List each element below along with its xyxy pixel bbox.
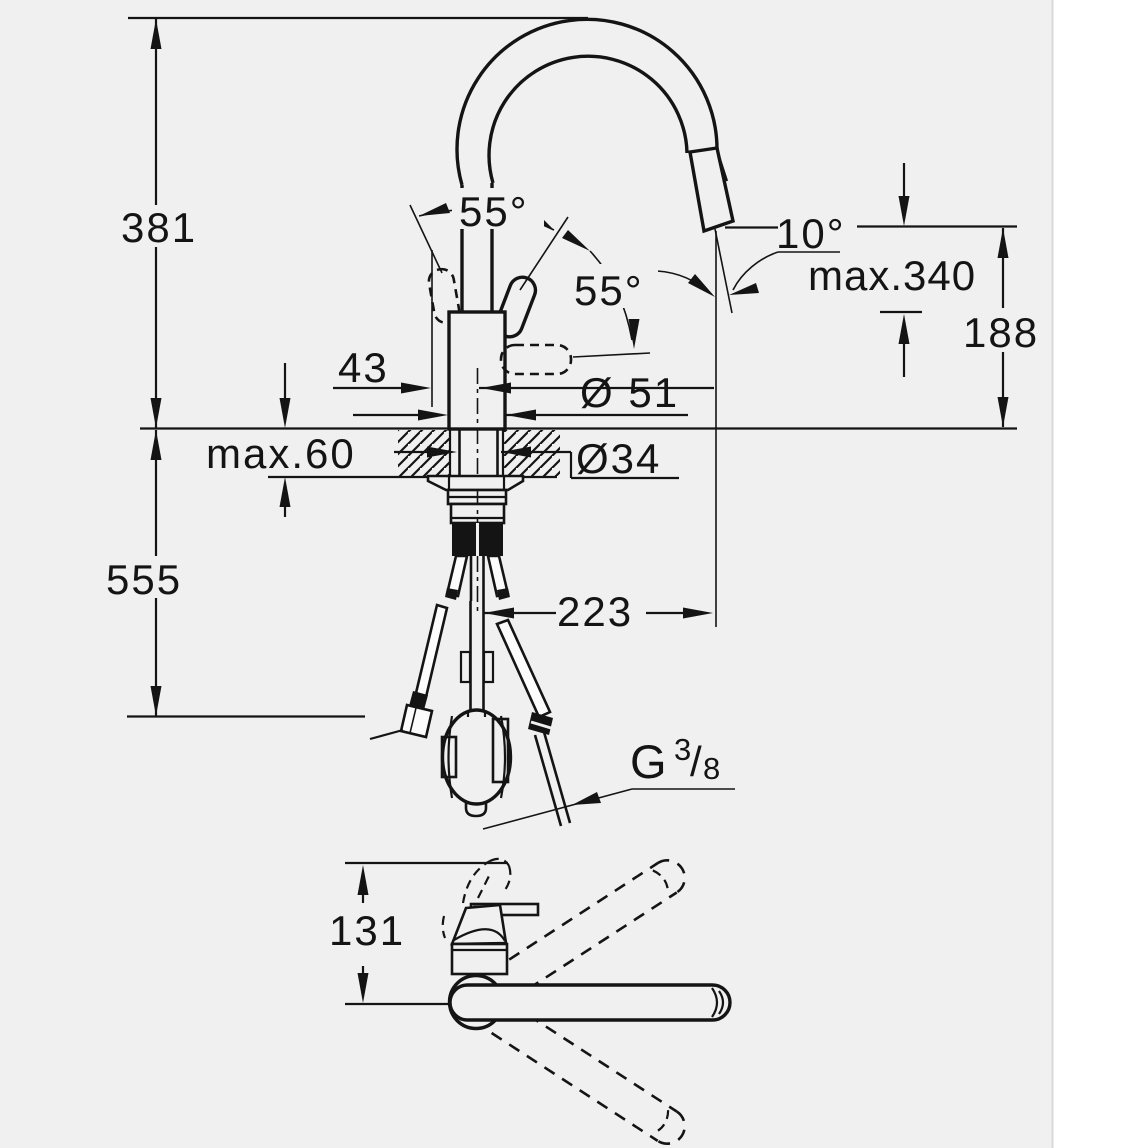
dimension-10deg: [725, 225, 1017, 295]
dim-dia34-label: Ø34: [576, 435, 661, 482]
dimension-381-555: [127, 19, 365, 718]
dimension-max60: [279, 363, 291, 517]
page-margin: [1053, 0, 1148, 1148]
dim-dia51-label: Ø 51: [580, 369, 679, 416]
dim-55deg-left-label: 55°: [459, 188, 529, 235]
dim-10deg-label: 10°: [776, 210, 846, 257]
plan-spout-tube: [448, 983, 732, 1022]
dim-381-label: 381: [121, 204, 197, 251]
outlet-tilt-line: [714, 228, 733, 314]
mounting-hardware: [426, 429, 525, 601]
dimension-max340: [880, 163, 922, 377]
hose-weight: [440, 708, 513, 818]
dim-55deg-right-label: 55°: [574, 267, 644, 314]
dimension-43: [333, 382, 714, 394]
dim-131-label: 131: [329, 907, 405, 954]
dimension-labels: 381 555 max.60 43 Ø 51 Ø34 55° 55° 10° m…: [106, 188, 1039, 954]
dim-max340-label: max.340: [808, 252, 976, 299]
dim-555-label: 555: [106, 556, 182, 603]
dim-thread-g38-label: G 3 / 8: [630, 732, 720, 788]
thread-denominator: 8: [703, 751, 720, 786]
handle-forward-position-dashed: [499, 343, 573, 376]
dimension-dia51: [353, 409, 688, 421]
spout-outer-curve: [455, 17, 719, 186]
plan-view: [345, 857, 732, 1145]
thread-letter: G: [630, 735, 667, 788]
dim-223-label: 223: [557, 588, 633, 635]
spray-head: [688, 146, 735, 234]
dim-43-label: 43: [338, 344, 389, 391]
spout-inner-curve: [487, 54, 689, 184]
left-hose-nut: [399, 703, 434, 739]
side-view-spout: [128, 16, 735, 627]
dim-max60-label: max.60: [206, 430, 356, 477]
thread-numerator: 3: [674, 732, 691, 767]
handle-axis-line: [519, 216, 569, 291]
dimension-dia34: [394, 446, 679, 480]
dimension-223: [484, 607, 713, 619]
supply-hoses: [369, 601, 572, 827]
dimension-g38-leader: [482, 788, 735, 830]
thread-slash: /: [690, 738, 702, 785]
dim-188-label: 188: [963, 309, 1039, 356]
